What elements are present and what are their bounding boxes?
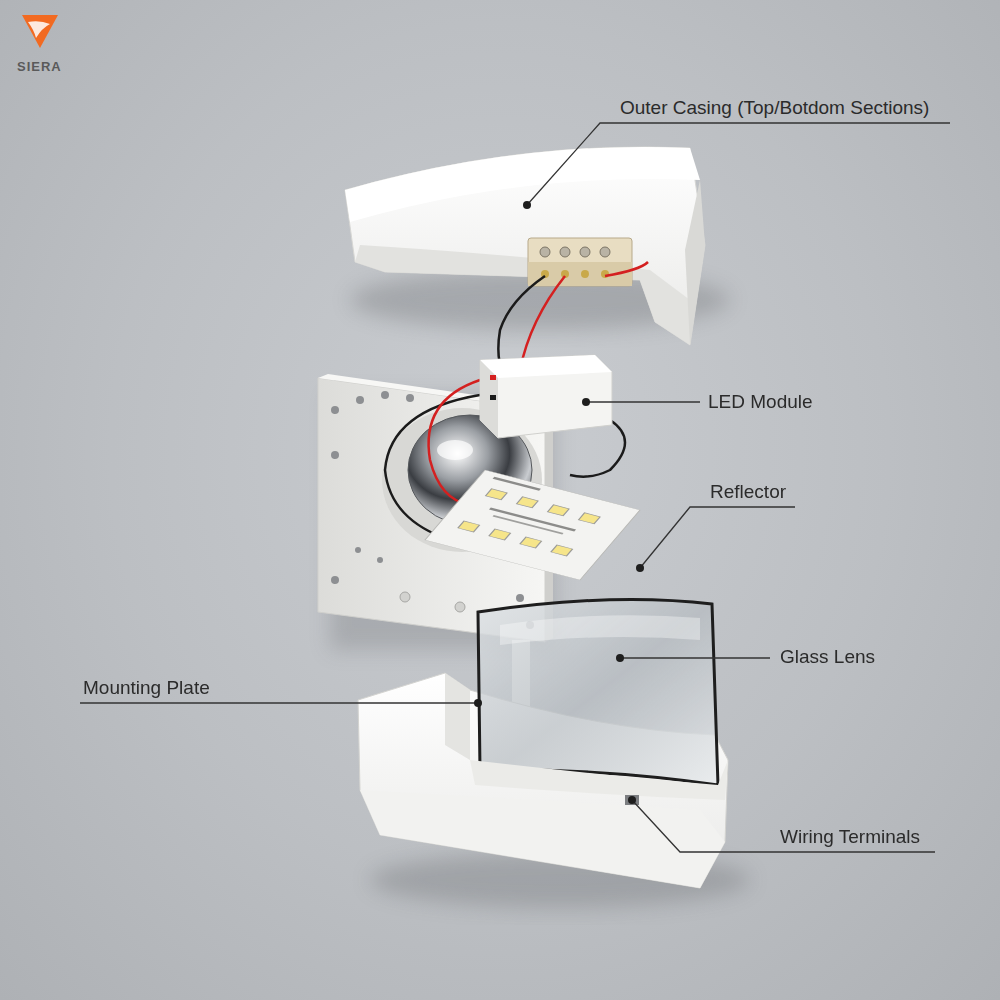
mounting-plate [356,396,364,404]
led-board [520,537,542,548]
led-board [425,470,640,580]
part-label: Mounting Plate [83,677,210,699]
top-casing [685,180,705,345]
leader-line [640,507,795,568]
led-board [489,507,576,531]
mounting-plate [381,391,389,399]
terminal-block [600,247,610,257]
mounting-plate [331,451,339,459]
led-module-box [490,375,496,380]
leader-dot [636,564,644,572]
leader-line [620,657,770,658]
reflector [437,440,473,460]
glass-lens [500,615,700,645]
led-board [579,513,601,524]
leader-dot [474,201,644,804]
leader-line [586,401,700,402]
led-module-box [480,355,612,438]
leader-line [80,702,476,703]
part-label: Outer Casing (Top/Botdom Sections) [620,97,929,119]
leader-dot [616,654,624,662]
led-module-box [480,360,498,438]
led-board [493,477,541,491]
leader-line [632,800,935,852]
mounting-plate [355,547,361,553]
part-label: LED Module [708,391,813,413]
leader-line [80,123,950,852]
led-board [551,545,573,556]
led-board [548,505,570,516]
terminal-block [581,270,589,278]
mounting-plate [455,602,465,612]
led-module-box [480,355,612,378]
leader-dot [628,796,636,804]
leader-dot [474,699,482,707]
logo-icon [28,21,50,38]
terminal-block [528,238,632,286]
glass-lens [478,600,718,786]
led-module-box [490,395,496,400]
led-board [486,489,508,500]
wires [520,276,565,370]
led-board [517,497,539,508]
leader-dot [523,201,531,209]
mounting-plate [516,594,524,602]
wires [605,262,648,276]
part-label: Reflector [710,481,786,503]
bottom-casing [360,760,728,888]
led-board [493,515,564,534]
bottom-casing [625,795,639,805]
bottom-casing [360,790,725,888]
mounting-plate [400,592,410,602]
logo-icon [22,15,58,48]
mounting-plate [406,394,414,402]
led-board [425,470,640,580]
leader-line [527,123,950,205]
mounting-plate [331,406,339,414]
top-casing [345,147,705,345]
led-module-box [480,355,612,438]
glass-lens [478,600,718,786]
leader-dot [582,398,590,406]
part-label: Glass Lens [780,646,875,668]
bottom-casing [470,760,728,800]
terminal-block [580,247,590,257]
led-board [489,529,511,540]
mounting-plate [377,557,383,563]
brand-logo-text: SIERA [17,56,62,78]
bottom-casing [445,673,470,760]
logo-icon [22,15,58,48]
terminal-block [540,247,550,257]
terminal-block [601,270,609,278]
terminal-block [528,238,632,286]
top-casing [345,147,700,222]
led-board [458,521,480,532]
top-casing [345,147,705,345]
terminal-block [560,247,570,257]
part-label: Wiring Terminals [780,826,920,848]
mounting-plate [331,576,339,584]
